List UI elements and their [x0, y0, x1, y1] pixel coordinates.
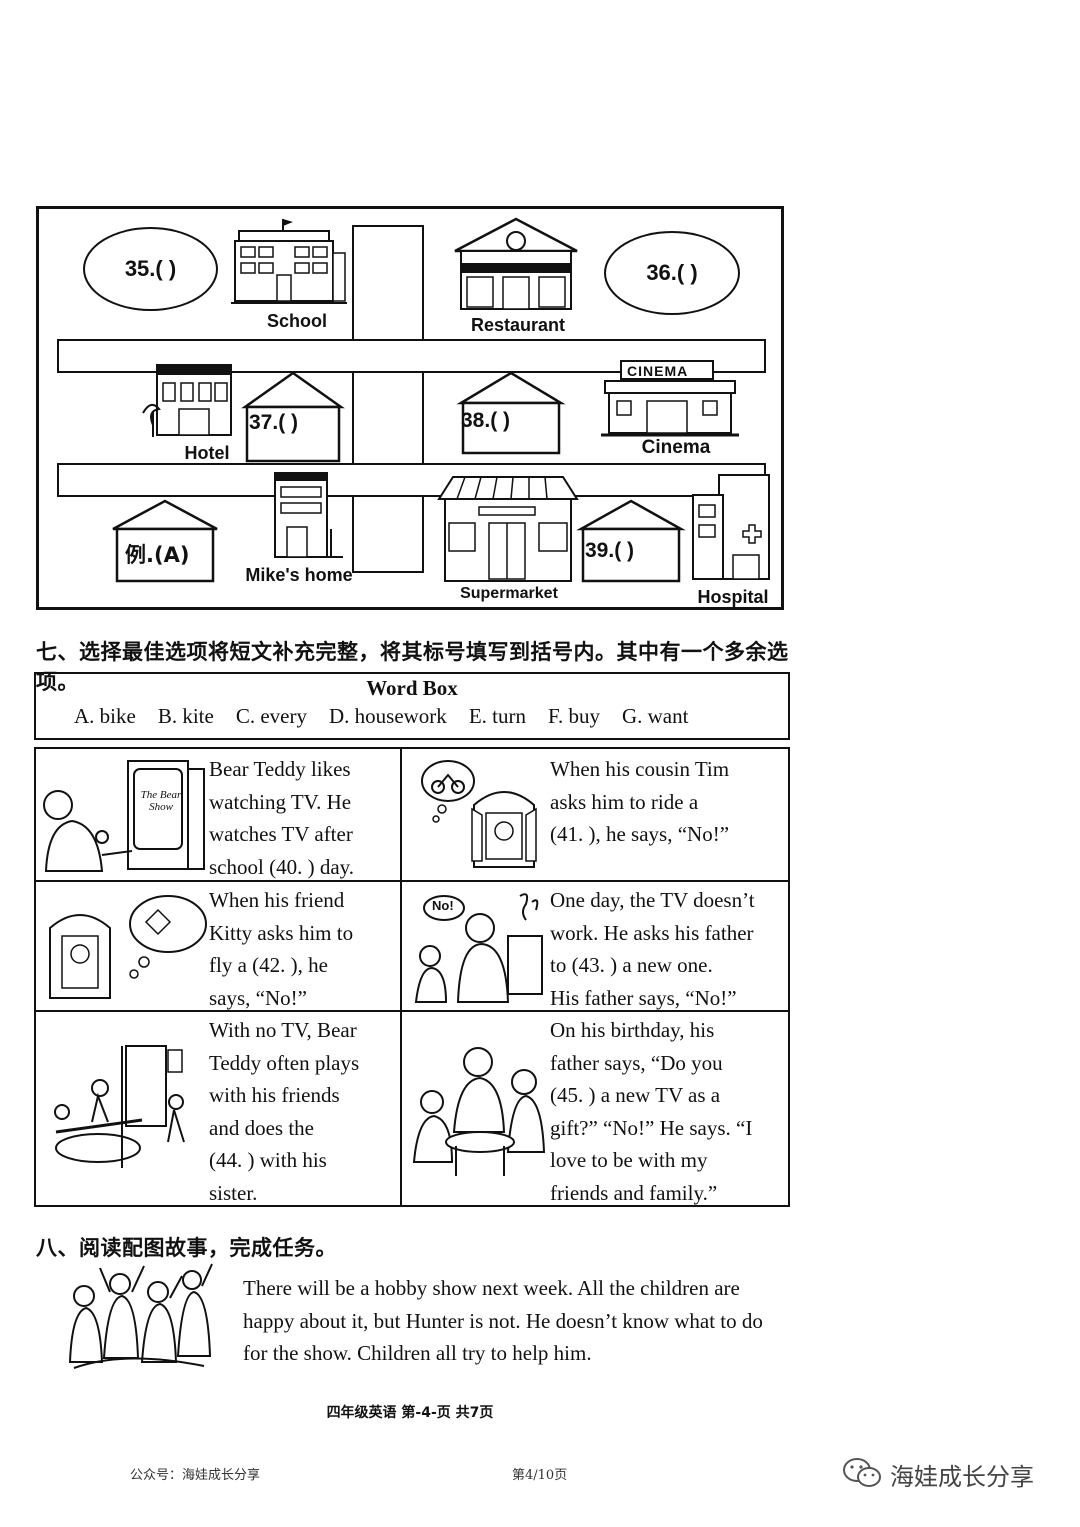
- cinema-sign: CINEMA: [627, 363, 689, 379]
- town-map: 35.( ) 36.( ) School Restaurant: [36, 206, 784, 610]
- story-cell-44: With no TV, Bear Teddy often plays with …: [36, 1012, 400, 1205]
- father-says-no-illustration: [414, 893, 543, 1003]
- footer-brand: 海娃成长分享: [890, 1463, 1034, 1491]
- hospital-label: Hospital: [697, 587, 769, 607]
- story-cell-42: When his friend Kitty asks him to fly a …: [36, 882, 400, 1010]
- blank-37-label: 37.( ): [249, 411, 299, 434]
- hospital-building-icon: [692, 474, 770, 580]
- option-e: E. turn: [468, 704, 526, 728]
- blank-39-house: [576, 499, 686, 583]
- option-b: B. kite: [157, 704, 214, 728]
- page-number: 四年级英语 第-4-页 共7页: [326, 1405, 494, 1421]
- story-text-42: When his friend Kitty asks him to fly a …: [209, 888, 354, 1010]
- mikes-home-label: Mike's home: [245, 565, 353, 585]
- story-text-44: With no TV, Bear Teddy often plays with …: [209, 1018, 360, 1205]
- children-cheering-illustration: [68, 1263, 213, 1369]
- school-label: School: [266, 311, 327, 331]
- blank-35-oval: 35.( ): [83, 227, 218, 311]
- footer-page-counter: 第4/10页: [512, 1468, 568, 1483]
- option-g: G. want: [621, 704, 689, 728]
- cinema-label: Cinema: [641, 437, 711, 458]
- cinema-building-icon: [601, 360, 739, 437]
- story-text-41: When his cousin Tim asks him to ride a (…: [550, 757, 730, 846]
- footer-account-label: 公众号：海娃成长分享: [130, 1468, 261, 1483]
- kite-thought-window-illustration: [49, 895, 207, 999]
- option-c: C. every: [235, 704, 307, 728]
- blank-37-house: [241, 371, 345, 463]
- school-building-icon: [231, 219, 347, 304]
- blank-35-label: 35.( ): [124, 256, 177, 281]
- story-cell-43: No! One day, the TV doesn’t work. He ask…: [402, 882, 788, 1010]
- mikes-home-building-icon: [274, 472, 343, 558]
- option-a: A. bike: [74, 704, 136, 728]
- story-text-45: On his birthday, his father says, “Do yo…: [550, 1018, 753, 1205]
- blank-38-house: [456, 371, 566, 455]
- option-d: D. housework: [328, 704, 447, 728]
- reading-passage: There will be a hobby show next week. Al…: [243, 1276, 763, 1365]
- option-f: F. buy: [547, 704, 600, 728]
- vertical-road: [352, 225, 424, 573]
- bike-thought-window-illustration: [421, 760, 537, 868]
- story-cell-45: On his birthday, his father says, “Do yo…: [402, 1012, 788, 1205]
- section8-heading: 八、阅读配图故事，完成任务。: [36, 1236, 337, 1260]
- hotel-label: Hotel: [184, 443, 230, 463]
- blank-39-label: 39.( ): [585, 539, 635, 562]
- supermarket-label: Supermarket: [460, 585, 558, 602]
- tv-sign: The Bear Show: [140, 789, 182, 813]
- word-box: Word Box A. bike B. kite C. every D. hou…: [34, 672, 790, 740]
- section7-heading: 七、选择最佳选项将短文补充完整，将其标号填写到括号内。其中有一个多余选项。: [36, 640, 789, 694]
- hotel-building-icon: [142, 364, 232, 437]
- story-cell-40: The Bear Show Bear Teddy likes watching …: [36, 749, 400, 880]
- speech-no: No!: [432, 898, 454, 913]
- blank-36-oval: 36.( ): [604, 231, 740, 315]
- word-box-title: Word Box: [366, 676, 458, 700]
- example-label: 例.(A): [125, 543, 190, 567]
- blank-36-label: 36.( ): [646, 260, 698, 285]
- story-text-40: Bear Teddy likes watching TV. He watches…: [209, 757, 355, 879]
- bear-watching-tv-illustration: [43, 760, 205, 872]
- word-box-options: A. bike B. kite C. every D. housework E.…: [74, 704, 688, 729]
- restaurant-label: Restaurant: [470, 315, 566, 335]
- wechat-icon: [843, 1458, 881, 1487]
- birthday-family-illustration: [412, 1047, 546, 1176]
- story-cell-41: When his cousin Tim asks him to ride a (…: [402, 749, 788, 880]
- example-house: [112, 499, 218, 583]
- playing-with-friends-illustration: [54, 1045, 185, 1168]
- blank-38-label: 38.( ): [461, 409, 511, 432]
- restaurant-building-icon: [454, 217, 578, 310]
- story-text-43: One day, the TV doesn’t work. He asks hi…: [550, 888, 755, 1010]
- supermarket-building-icon: [437, 476, 579, 582]
- story-grid: The Bear Show Bear Teddy likes watching …: [34, 747, 790, 1207]
